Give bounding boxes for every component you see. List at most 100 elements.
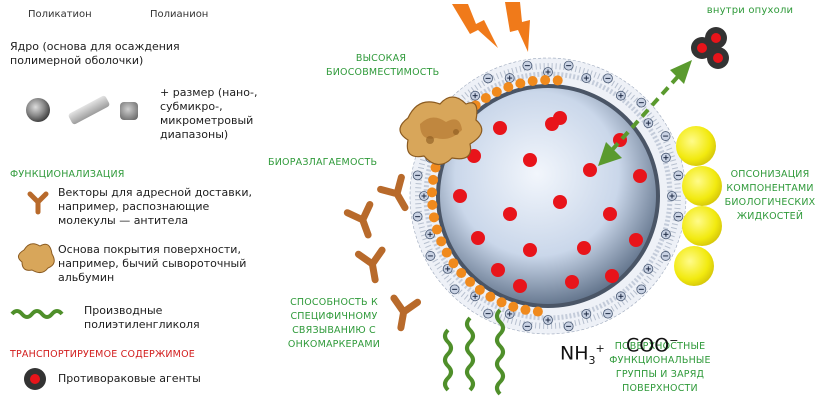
- surface-groups-label: ПОВЕРХНОСТНЫЕ ФУНКЦИОНАЛЬНЫЕ ГРУППЫ И ЗА…: [609, 341, 711, 394]
- charge-bead: [673, 211, 684, 222]
- orange-bead: [436, 236, 447, 247]
- cargo-dot: [633, 169, 647, 183]
- tumor-cargo-capsule: [691, 27, 729, 69]
- cargo-dot: [453, 189, 467, 203]
- charge-bead: [660, 251, 671, 261]
- orange-bead: [441, 247, 452, 258]
- charge-bead: [504, 73, 515, 83]
- cargo-dot: [565, 275, 579, 289]
- cargo-dot: [583, 163, 597, 177]
- albumin-coating-cluster: [399, 96, 483, 166]
- orange-bead: [448, 258, 459, 269]
- charge-bead: [412, 170, 423, 181]
- cargo-dot: [523, 243, 537, 257]
- cargo-dot: [545, 117, 559, 131]
- charge-bead: [522, 60, 533, 71]
- amine-group-label: NH3+: [560, 342, 605, 368]
- charge-bead: [470, 90, 481, 101]
- core-label: Ядро (основа для осаждения полимерной об…: [10, 40, 180, 67]
- orange-bead: [496, 297, 507, 308]
- charge-bead: [661, 229, 671, 240]
- antibody: [377, 173, 409, 212]
- orange-bead: [480, 93, 491, 104]
- core-particle: [436, 84, 660, 308]
- polyanion-label: Полианион: [150, 9, 209, 20]
- peg-chains: [443, 308, 505, 396]
- cargo-dot: [577, 241, 591, 255]
- charge-bead: [483, 308, 493, 319]
- orange-bead: [491, 86, 502, 97]
- charge-bead: [603, 308, 613, 319]
- cargo-dot: [603, 207, 617, 221]
- charge-bead: [673, 170, 684, 181]
- charge-bead: [603, 73, 613, 84]
- orange-bead: [552, 75, 563, 86]
- core-shapes-legend: [26, 95, 138, 125]
- legend-antibody-icon: [27, 191, 49, 215]
- orange-bead: [485, 291, 496, 302]
- orange-bead: [532, 306, 543, 317]
- orange-bead: [527, 76, 538, 87]
- legend-peg-icon: [10, 309, 64, 319]
- charge-bead: [425, 229, 435, 240]
- opsonization-label: ОПСОНИЗАЦИЯ КОМПОНЕНТАМИ БИОЛОГИЧЕСКИХ Ж…: [724, 169, 816, 222]
- orange-bead: [540, 75, 551, 86]
- cargo-heading: ТРАНСПОРТИРУЕМОЕ СОДЕРЖИМОЕ: [10, 349, 195, 360]
- charge-bead: [563, 60, 574, 71]
- charge-bead: [643, 118, 654, 129]
- antibody-vectors: [343, 173, 422, 332]
- antibody: [390, 294, 422, 332]
- peg-label: Производные полиэтиленгликоля: [84, 304, 200, 331]
- polycation-label: Поликатион: [28, 9, 92, 20]
- charge-bead: [660, 131, 671, 141]
- opsonin-proteins: [674, 126, 722, 286]
- charge-bead: [615, 291, 626, 302]
- orange-bead: [427, 199, 438, 210]
- charge-bead: [581, 309, 592, 319]
- cargo-dot: [493, 121, 507, 135]
- cargo-dot: [605, 269, 619, 283]
- specific-binding-label: СПОСОБНОСТЬ К СПЕЦИФИЧНОМУ СВЯЗЫВАНИЮ С …: [287, 297, 381, 350]
- cargo-dot: [491, 263, 505, 277]
- cargo-dot: [471, 231, 485, 245]
- charge-bead: [636, 284, 647, 295]
- cargo-dot: [553, 195, 567, 209]
- charge-bead: [581, 73, 592, 83]
- orange-bead: [508, 301, 519, 312]
- charge-bead: [543, 315, 553, 325]
- anticancer-label: Противораковые агенты: [58, 372, 201, 385]
- size-label: + размер (нано-, субмикро-, микрометровы…: [160, 86, 258, 141]
- legend-albumin-icon: [18, 243, 55, 274]
- orange-bead: [431, 224, 442, 235]
- cargo-dot: [503, 207, 517, 221]
- cargo-dot: [629, 233, 643, 247]
- radiation-bolts: [452, 2, 530, 52]
- coating-label: Основа покрытия поверхности, например, б…: [58, 243, 247, 284]
- charge-bead: [425, 251, 436, 261]
- charge-bead: [667, 191, 677, 201]
- carboxyl-group-label: COO−: [626, 334, 679, 357]
- charge-bead: [419, 191, 429, 201]
- orange-bead: [503, 81, 514, 92]
- orange-bead: [515, 78, 526, 89]
- orange-bead: [427, 187, 438, 198]
- cargo-dot: [513, 279, 527, 293]
- inside-tumor-label: внутри опухоли: [706, 5, 794, 16]
- charge-bead: [563, 321, 574, 332]
- charge-bead: [483, 73, 493, 84]
- charge-bead: [449, 284, 460, 295]
- orange-bead: [465, 276, 476, 287]
- antibody: [354, 246, 386, 284]
- orange-bead: [520, 304, 531, 315]
- biocompat-label: ВЫСОКАЯ БИОСОВМЕСТИМОСТЬ: [326, 53, 440, 78]
- biodegrad-label: БИОРАЗЛАГАЕМОСТЬ: [268, 157, 378, 168]
- legend-anticancer-icon: [24, 368, 46, 390]
- charge-bead: [412, 211, 423, 222]
- orange-bead: [456, 268, 467, 279]
- orange-bead: [428, 174, 439, 185]
- orange-bead: [474, 284, 485, 295]
- charge-bead: [661, 152, 671, 163]
- charge-bead: [643, 263, 654, 274]
- cargo-dot: [523, 153, 537, 167]
